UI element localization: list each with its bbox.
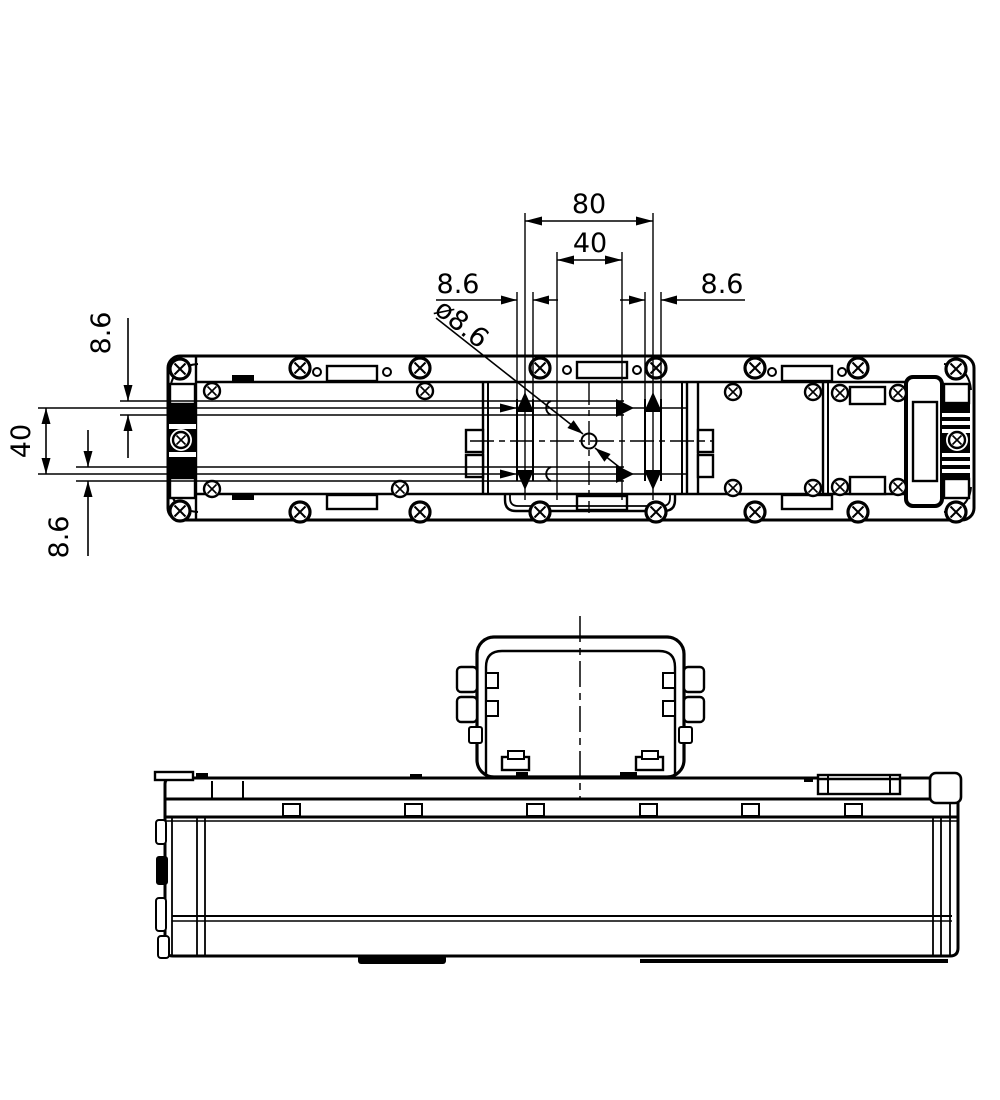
rail-tab	[639, 803, 658, 817]
dim-40-side: 40	[6, 424, 37, 458]
carriage-ear	[682, 695, 706, 724]
front-body	[153, 770, 963, 964]
end-cap-block	[928, 771, 963, 805]
dim-8-6-top-left: 8.6	[437, 269, 480, 300]
dim-80: 80	[572, 189, 606, 220]
dim-40: 40	[573, 228, 607, 259]
plan-view: 80 40 8.6 8.6 ø8.6	[6, 189, 976, 559]
dim-8-6-side-bottom: 8.6	[44, 516, 75, 559]
rail-tab	[741, 803, 760, 817]
plan-body	[166, 354, 976, 522]
carriage-clip	[464, 453, 485, 479]
band-tick	[232, 493, 254, 500]
rail-tab	[404, 803, 423, 817]
rail-tab	[844, 803, 863, 817]
dim-8-6-top-right: 8.6	[701, 269, 744, 300]
front-view	[153, 616, 963, 964]
carriage-ear	[455, 665, 479, 694]
carriage-clip	[696, 453, 715, 479]
plan-left-connector	[168, 382, 197, 500]
rail-tab	[282, 803, 301, 817]
rail-tab	[526, 803, 545, 817]
dim-8-6-side-top: 8.6	[86, 312, 117, 355]
carriage-ear	[682, 665, 706, 694]
dim-hole-diameter: ø8.6	[429, 293, 495, 355]
band-tick	[232, 375, 254, 382]
carriage-ear	[455, 695, 479, 724]
center-mark	[580, 432, 598, 450]
carriage-clip	[696, 428, 715, 454]
